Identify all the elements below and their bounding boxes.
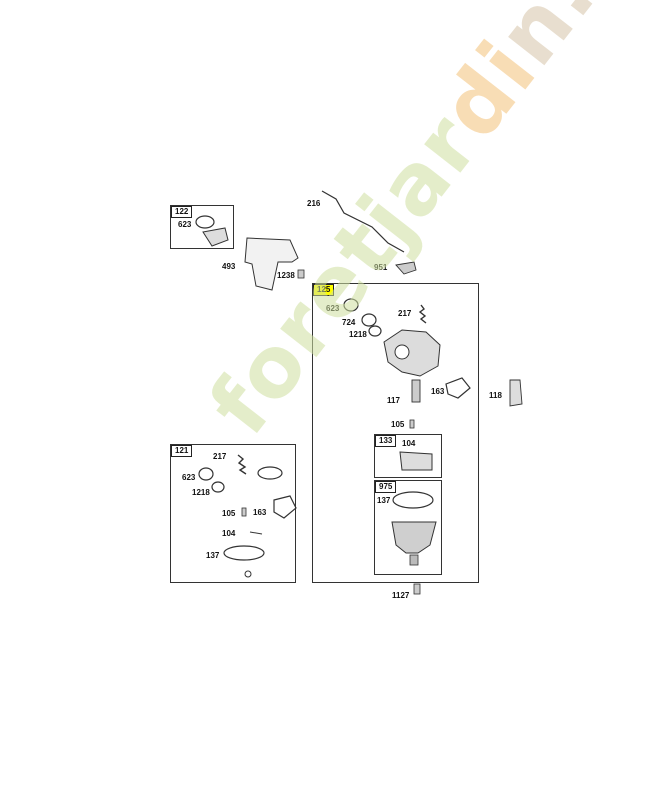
- box-125: [312, 283, 479, 583]
- part-label-216: 216: [307, 199, 321, 208]
- bracket-drawing: [244, 237, 299, 291]
- screw-drawing: [297, 269, 305, 279]
- part-label-1238: 1238: [277, 271, 295, 280]
- seal-623-121-drawing: [198, 467, 214, 481]
- seal-724-drawing: [361, 313, 377, 327]
- bracket-118-drawing: [509, 379, 523, 407]
- group-tag-975: 975: [375, 481, 397, 493]
- spring-drawing: [418, 304, 427, 324]
- part-label-217: 217: [213, 452, 227, 461]
- group-tag-125: 125: [313, 284, 335, 296]
- lever-drawing: [395, 261, 417, 275]
- ring-121-drawing: [257, 466, 283, 480]
- group-tag-133: 133: [375, 435, 397, 447]
- part-label-105: 105: [222, 509, 236, 518]
- carburetor-body-drawing: [383, 329, 441, 377]
- part-label-163: 163: [253, 508, 267, 517]
- part-label-623: 623: [182, 473, 196, 482]
- seal-623-drawing: [343, 298, 359, 312]
- part-label-137: 137: [206, 551, 220, 560]
- part-label-137: 137: [377, 496, 391, 505]
- gasket-137-drawing: [392, 491, 434, 509]
- spring-121-drawing: [237, 454, 247, 475]
- box-121: [170, 444, 296, 583]
- gasket-163-drawing: [445, 377, 471, 399]
- gasket-163-121-drawing: [273, 495, 297, 519]
- jet-drawing: [411, 379, 421, 403]
- part-label-951: 951: [374, 263, 388, 272]
- box-122: [170, 205, 234, 249]
- group-tag-122: 122: [171, 206, 193, 218]
- seal-1218-drawing: [368, 325, 382, 337]
- box-133: [374, 434, 442, 478]
- bowl-drawing: [391, 521, 437, 554]
- pin-121-drawing: [241, 507, 247, 517]
- part-label-117: 117: [387, 396, 400, 405]
- float-drawing: [399, 451, 433, 471]
- part-label-623: 623: [326, 304, 340, 313]
- ball-121-drawing: [244, 570, 252, 578]
- part-label-163: 163: [431, 387, 445, 396]
- part-label-623: 623: [178, 220, 192, 229]
- gasket-drawing: [195, 215, 215, 229]
- group-tag-121: 121: [171, 445, 193, 457]
- part-label-118: 118: [489, 391, 502, 400]
- screw-1127-drawing: [413, 583, 421, 595]
- pin-drawing: [409, 419, 415, 429]
- part-label-104: 104: [402, 439, 416, 448]
- part-label-1218: 1218: [192, 488, 210, 497]
- needle-121-drawing: [249, 531, 263, 535]
- bowl-nut-drawing: [409, 554, 419, 566]
- part-label-217: 217: [398, 309, 412, 318]
- part-label-1218: 1218: [349, 330, 367, 339]
- part-label-1127: 1127: [392, 591, 410, 600]
- gasket-137-121-drawing: [223, 545, 265, 561]
- part-label-105: 105: [391, 420, 405, 429]
- adapter-drawing: [202, 227, 229, 247]
- part-label-724: 724: [342, 318, 356, 327]
- seal-1218-121-drawing: [211, 481, 225, 493]
- throttle-link-drawing: [321, 190, 405, 253]
- box-975: [374, 480, 442, 575]
- part-label-493: 493: [222, 262, 236, 271]
- part-label-104: 104: [222, 529, 236, 538]
